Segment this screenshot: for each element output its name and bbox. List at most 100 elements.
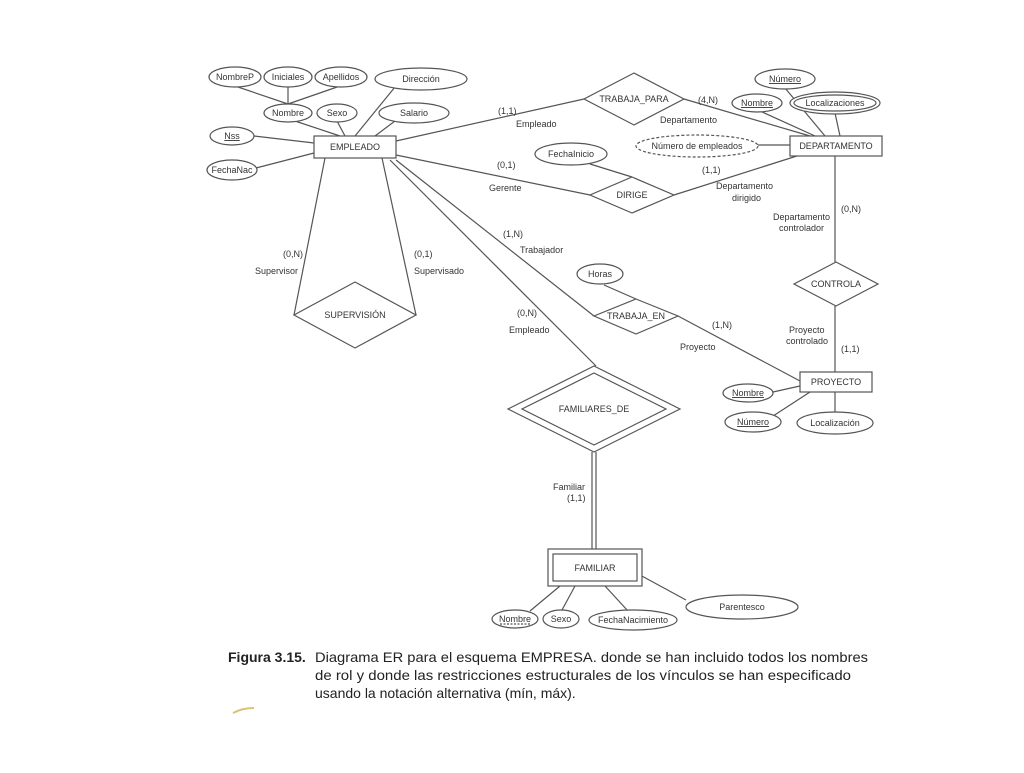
edge-empleado-direccion (354, 86, 396, 137)
diagram-edges (234, 85, 841, 612)
edge-empleado-supervision-1 (293, 157, 326, 316)
edge-empleado-fechanac (255, 152, 315, 169)
edge-familiar-fechanacimiento (604, 585, 629, 612)
attribute-parentesco: Parentesco (685, 594, 799, 620)
cardinality-label: (0,N) (841, 204, 861, 214)
attribute-iniciales: Iniciales (263, 66, 313, 88)
attribute-label: Iniciales (272, 72, 305, 82)
relationship-label: TRABAJA_PARA (599, 94, 668, 104)
attribute-fechanac: FechaNac (206, 159, 258, 181)
edge-familiar-parentesco (639, 574, 687, 601)
attribute-label: Horas (588, 269, 613, 279)
relationship-controla: CONTROLA (792, 261, 880, 307)
edge-nombre-apellidos (287, 85, 341, 105)
attribute-label: Sexo (327, 108, 348, 118)
role-label: Departamento (660, 115, 717, 125)
attribute-nss-key: Nss (209, 126, 255, 146)
cardinality-label: (0,N) (517, 308, 537, 318)
figure-caption: Figura 3.15. Diagrama ER para el esquema… (228, 649, 868, 701)
attribute-direccion: Dirección (374, 67, 468, 91)
edge-empleado-familiares_de (389, 159, 597, 367)
attribute-salario: Salario (378, 102, 450, 124)
attribute-nombre-empleado: Nombre (263, 103, 313, 123)
cardinality-label: (1,1) (841, 344, 860, 354)
cardinality-label: (1,N) (712, 320, 732, 330)
role-label: Proyecto (789, 325, 825, 335)
attribute-localizacion: Localización (796, 411, 874, 435)
attribute-label: Número (737, 417, 769, 427)
attribute-label: Localizaciones (805, 98, 865, 108)
relationship-label: CONTROLA (811, 279, 861, 289)
entity-empleado: EMPLEADO (313, 135, 397, 159)
edge-empleado-trabaja_en (395, 159, 595, 317)
attribute-label: Localización (810, 418, 860, 428)
relationship-familiares_de-identifying: FAMILIARES_DE (506, 365, 682, 453)
edge-trabaja_para-departamento (683, 98, 811, 137)
edge-empleado-supervision-2 (381, 157, 417, 316)
entity-label: FAMILIAR (574, 563, 616, 573)
role-label: Departamento (773, 212, 830, 222)
attribute-localizaciones-multivalued: Localizaciones (789, 91, 881, 115)
attribute-label: Número (769, 74, 801, 84)
edge-labels: (1,1) Empleado (4,N) Departamento (0,1) … (255, 95, 861, 503)
attribute-label: FechaNacimiento (598, 615, 668, 625)
attribute-nombre-proyecto-key: Nombre (722, 383, 774, 403)
cardinality-label: (0,1) (414, 249, 433, 259)
attribute-label: FechaInicio (548, 149, 594, 159)
entity-proyecto: PROYECTO (799, 371, 873, 393)
attribute-label: Apellidos (323, 72, 360, 82)
role-label: dirigido (732, 193, 761, 203)
attribute-label: Nombre (741, 98, 773, 108)
attribute-numero-departamento-key: Número (754, 68, 816, 90)
attribute-label: Nss (224, 131, 240, 141)
edge-empleado-trabaja_para (395, 98, 585, 142)
role-label: Proyecto (680, 342, 716, 352)
caption-number: Figura 3.15. (228, 649, 306, 665)
attribute-sexo-familiar: Sexo (542, 609, 580, 629)
cardinality-label: (1,N) (503, 229, 523, 239)
cardinality-label: (0,N) (283, 249, 303, 259)
edge-departamento-nombre (759, 110, 816, 137)
role-label: Departamento (716, 181, 773, 191)
role-label: Trabajador (520, 245, 563, 255)
edge-proyecto-numero (769, 391, 811, 419)
attribute-label: Número de empleados (651, 141, 743, 151)
attribute-apellidos: Apellidos (314, 66, 368, 88)
cardinality-label: (1,1) (702, 165, 721, 175)
caption-line-1: Diagrama ER para el esquema EMPRESA. don… (315, 649, 868, 665)
pencil-mark-icon (232, 707, 255, 714)
relationship-dirige: DIRIGE (588, 176, 676, 214)
attribute-label: Salario (400, 108, 428, 118)
edge-empleado-nombre (294, 120, 341, 137)
role-label: Supervisado (414, 266, 464, 276)
cardinality-label: (4,N) (698, 95, 718, 105)
attribute-fechainicio: FechaInicio (534, 142, 608, 166)
attribute-numempleados-derived: Número de empleados (635, 134, 759, 158)
relationship-label: TRABAJA_EN (607, 311, 665, 321)
attribute-sexo-empleado: Sexo (316, 103, 358, 123)
relationship-trabaja_para: TRABAJA_PARA (582, 72, 686, 126)
entity-familiar-weak: FAMILIAR (547, 548, 643, 587)
attribute-label: Nombre (499, 614, 531, 624)
role-label: Empleado (509, 325, 550, 335)
entity-label: DEPARTAMENTO (799, 141, 872, 151)
attribute-fechanacimiento: FechaNacimiento (588, 609, 678, 631)
role-label: Empleado (516, 119, 557, 129)
attribute-label: Parentesco (719, 602, 765, 612)
role-label: Gerente (489, 183, 522, 193)
role-label: Familiar (553, 482, 585, 492)
edge-familiar-nombre (529, 585, 561, 612)
attribute-label: Nombre (732, 388, 764, 398)
attribute-nombre-departamento-key: Nombre (731, 93, 783, 113)
edge-nombre-nombrep (234, 85, 289, 105)
attribute-numero-proyecto-key: Número (724, 411, 782, 433)
attribute-horas: Horas (576, 263, 624, 285)
edge-proyecto-nombre (772, 385, 801, 393)
edge-empleado-salario (374, 120, 396, 137)
attribute-label: Nombre (272, 108, 304, 118)
attribute-label: NombreP (216, 72, 254, 82)
relationship-trabaja_en: TRABAJA_EN (592, 298, 680, 335)
caption-line-3: usando la notación alternativa (mín, máx… (315, 685, 576, 701)
